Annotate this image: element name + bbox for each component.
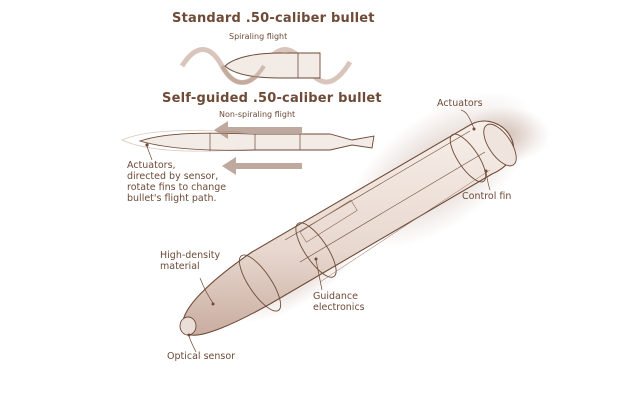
optical-sensor-cap bbox=[179, 316, 197, 336]
actuators-note: Actuators, directed by sensor, rotate fi… bbox=[127, 160, 227, 205]
optical-sensor-dot bbox=[187, 333, 191, 337]
optical-sensor-leader bbox=[188, 335, 197, 353]
control-fin-leader bbox=[485, 171, 491, 191]
standard-bullet-figure bbox=[179, 47, 353, 85]
flight-arrow-upper bbox=[214, 121, 302, 139]
actuators-note-line-3: rotate fins to change bbox=[127, 181, 227, 193]
standard-subtitle: Spiraling flight bbox=[229, 32, 288, 41]
actuators-label: Actuators bbox=[437, 98, 483, 109]
guidance-dot bbox=[314, 257, 318, 261]
actuators-note-line-1: Actuators, bbox=[127, 160, 176, 171]
guided-subtitle: Non-spiraling flight bbox=[219, 110, 296, 119]
control-fin-label: Control fin bbox=[462, 191, 512, 202]
spiral-front bbox=[220, 64, 266, 85]
actuators-dot bbox=[472, 127, 476, 131]
body-line-2 bbox=[299, 151, 486, 263]
optical-sensor-label: Optical sensor bbox=[167, 351, 236, 362]
high-density-line-1: High-density bbox=[160, 250, 221, 261]
high-density-label: High-density material bbox=[160, 250, 221, 273]
control-fin-dot bbox=[484, 169, 488, 173]
actuators-note-line-2: directed by sensor, bbox=[127, 170, 219, 182]
body-line-3 bbox=[319, 169, 491, 283]
standard-bullet-body bbox=[224, 52, 321, 79]
high-density-line-2: material bbox=[160, 260, 200, 272]
guidance-label: Guidance electronics bbox=[313, 291, 365, 314]
tail-end bbox=[483, 123, 517, 167]
guided-bullet-body bbox=[138, 132, 375, 151]
ring-nose bbox=[238, 254, 282, 312]
high-density-leader bbox=[199, 277, 214, 304]
guidance-leader bbox=[315, 259, 323, 291]
guided-bullet-figure bbox=[121, 121, 375, 175]
guidance-line-2: electronics bbox=[313, 301, 365, 313]
guidance-module bbox=[299, 199, 358, 243]
actuators-leader bbox=[460, 109, 475, 129]
guidance-line-1: Guidance bbox=[313, 291, 358, 302]
actuators-note-dot bbox=[145, 143, 149, 147]
large-bullet-figure bbox=[179, 91, 550, 353]
ring-guidance bbox=[295, 222, 337, 278]
actuators-note-line-4: bullet's flight path. bbox=[127, 192, 217, 204]
standard-title: Standard .50-caliber bullet bbox=[172, 11, 375, 26]
ring-tail bbox=[449, 133, 487, 183]
actuators-note-leader bbox=[146, 145, 153, 161]
flight-arrow-lower bbox=[222, 157, 302, 175]
guided-title: Self-guided .50-caliber bullet bbox=[162, 91, 382, 106]
high-density-dot bbox=[211, 302, 215, 306]
